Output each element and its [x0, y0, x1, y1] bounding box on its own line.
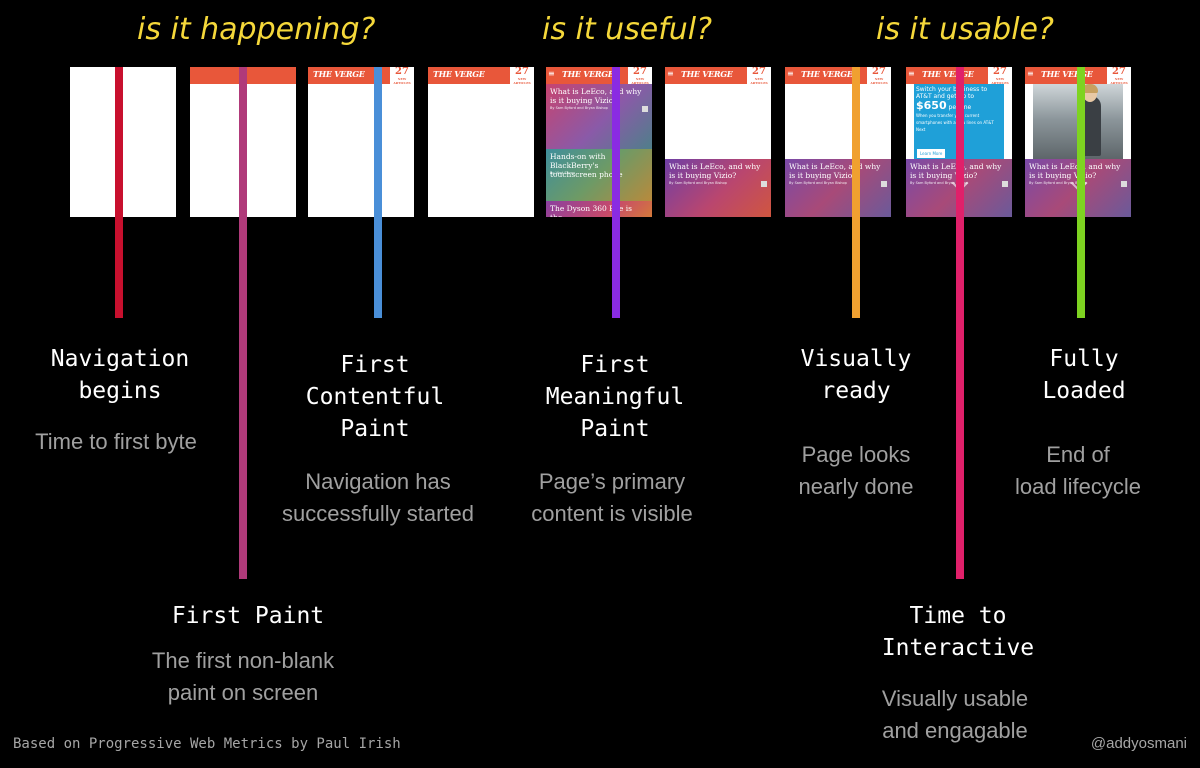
first-meaningful-paint-line — [612, 67, 620, 318]
menu-icon: ≡ — [908, 69, 915, 78]
filmstrip-frame-1-blank — [70, 67, 176, 217]
menu-icon: ≡ — [548, 69, 555, 78]
menu-icon: ≡ — [667, 69, 674, 78]
time-to-interactive-line — [956, 67, 964, 579]
first-paint-line — [239, 67, 247, 579]
question-usable: is it usable? — [876, 12, 1054, 47]
visually-ready-line — [852, 67, 860, 318]
verge-logo: THE VERGE — [922, 69, 974, 79]
metric-title-first-paint: First Paint — [171, 603, 325, 629]
article-card: What is LeEco, and why is it buying Vizi… — [665, 159, 771, 217]
menu-icon: ≡ — [1027, 69, 1034, 78]
verge-logo: THE VERGE — [562, 69, 614, 79]
question-happening: is it happening? — [137, 12, 376, 47]
metric-desc-first-contentful-paint: Navigation has successfully started — [282, 469, 474, 526]
article-card: What is LeEco, and why is it buying Vizi… — [785, 159, 891, 217]
question-useful: is it useful? — [542, 12, 713, 47]
verge-logo: THE VERGE — [801, 69, 853, 79]
verge-logo: THE VERGE — [681, 69, 733, 79]
verge-logo: THE VERGE — [1041, 69, 1093, 79]
author-handle: @addyosmani — [1090, 735, 1187, 752]
article-card: What is LeEco, and why is it buying Vizi… — [546, 84, 652, 149]
metric-title-time-to-interactive: Time to Interactive — [881, 603, 1035, 661]
credit-text: Based on Progressive Web Metrics by Paul… — [13, 736, 401, 752]
metric-desc-first-paint: The first non-blank paint on screen — [151, 648, 335, 705]
metric-title-first-meaningful-paint: First Meaningful Paint — [545, 352, 685, 442]
metric-title-visually-ready: Visually ready — [800, 346, 912, 404]
verge-logo: THE VERGE — [313, 69, 365, 79]
navigation-begins-line — [115, 67, 123, 318]
menu-icon: ≡ — [787, 69, 794, 78]
metric-title-first-contentful-paint: First Contentful Paint — [305, 352, 445, 442]
metric-title-navigation-begins: Navigation begins — [50, 346, 190, 404]
first-contentful-paint-line — [374, 67, 382, 318]
ad-learn-more-button: Learn More — [917, 149, 946, 158]
metric-title-fully-loaded: Fully Loaded — [1042, 346, 1126, 404]
metric-desc-visually-ready: Page looks nearly done — [798, 442, 914, 499]
metric-desc-fully-loaded: End of load lifecycle — [1015, 442, 1141, 499]
article-card: Hands-on with BlackBerry's touchscreen p… — [546, 149, 652, 201]
metric-desc-first-meaningful-paint: Page’s primary content is visible — [531, 469, 693, 526]
fully-loaded-line — [1077, 67, 1085, 318]
metric-desc-navigation-begins: Time to first byte — [35, 429, 197, 454]
verge-logo: THE VERGE — [433, 69, 485, 79]
article-card: The Dyson 360 Eye is the — [546, 201, 652, 217]
metric-desc-time-to-interactive: Visually usable and engagable — [881, 686, 1029, 743]
